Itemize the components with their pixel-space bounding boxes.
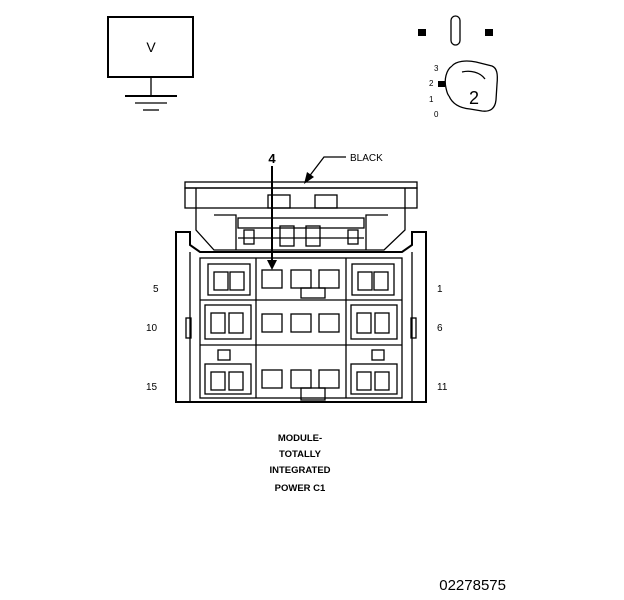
voltmeter-symbol: V xyxy=(146,39,156,55)
key-pos-2-label: 2 xyxy=(429,79,434,88)
key-position-number: 2 xyxy=(469,88,479,108)
caption-line-3: INTEGRATED xyxy=(269,465,330,476)
cavity-row-3 xyxy=(204,349,398,401)
pin-label-5: 5 xyxy=(153,284,159,295)
caption-line-4: POWER C1 xyxy=(275,483,326,494)
connector-c1 xyxy=(175,181,427,403)
key-pos-1-label: 1 xyxy=(429,95,434,104)
connector-caption: MODULE- TOTALLY INTEGRATED POWER C1 xyxy=(269,433,330,494)
pin-callout-number: 4 xyxy=(268,151,276,166)
caption-line-1: MODULE- xyxy=(278,433,322,444)
caption-line-2: TOTALLY xyxy=(279,449,322,460)
pin-label-1: 1 xyxy=(437,284,443,295)
pin-label-15: 15 xyxy=(146,382,158,393)
connector-color-label: BLACK xyxy=(350,153,383,164)
voltmeter: V xyxy=(107,16,194,78)
pin-label-10: 10 xyxy=(146,323,158,334)
key-pos-3-label: 3 xyxy=(434,64,439,73)
color-callout-arrow-icon xyxy=(304,156,346,184)
ignition-switch-icon: 2 3 2 1 0 xyxy=(418,15,498,119)
figure-id: 02278575 xyxy=(439,577,506,594)
pin-label-6: 6 xyxy=(437,323,443,334)
cavity-row-2 xyxy=(204,304,398,340)
cavity-row-1 xyxy=(207,263,395,299)
pin-label-11: 11 xyxy=(437,382,448,393)
key-pos-0-label: 0 xyxy=(434,110,439,119)
ground-symbol-icon xyxy=(125,77,177,111)
